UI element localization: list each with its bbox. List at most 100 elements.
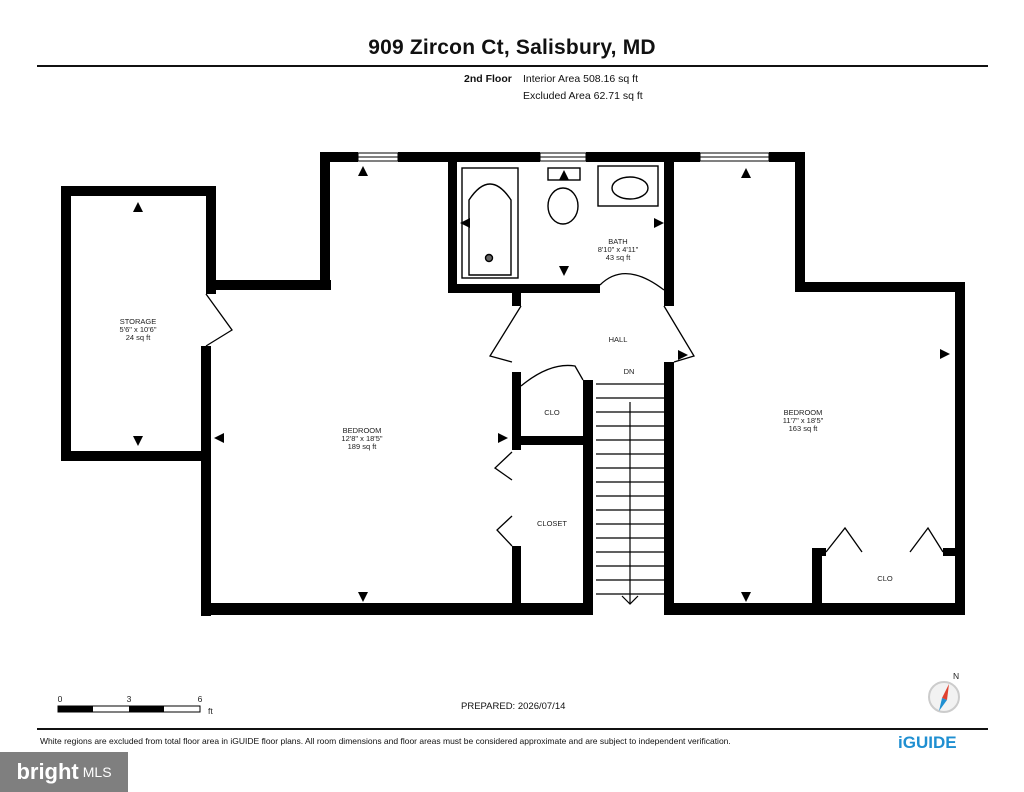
prepared-date: PREPARED: 2026/07/14 (461, 701, 566, 712)
bedroom-right-name: BEDROOM (784, 408, 823, 417)
floor-label: 2nd Floor (464, 73, 512, 85)
wall (512, 284, 521, 306)
arrowhead (559, 170, 569, 180)
bedroom-left-name: BEDROOM (343, 426, 382, 435)
arrowhead (358, 592, 368, 602)
vanity (597, 165, 659, 207)
stairs-dn-label: DN (624, 367, 635, 376)
bedroom-right-dims: 11'7" x 18'5" (783, 416, 824, 425)
wall (61, 451, 211, 461)
drain (484, 253, 494, 263)
wall (795, 152, 805, 292)
door-swing (663, 305, 695, 363)
door-swing (205, 293, 233, 347)
clo-right-name: CLO (877, 574, 893, 583)
scale-unit: ft (208, 706, 213, 716)
wall (586, 152, 700, 162)
closet-name: CLOSET (537, 519, 567, 528)
hall-name: HALL (609, 335, 628, 344)
wall (664, 152, 674, 292)
arrowhead (498, 433, 508, 443)
arrowhead (940, 349, 950, 359)
storage-name: STORAGE (120, 317, 157, 326)
wall (769, 152, 805, 162)
property-address-title: 909 Zircon Ct, Salisbury, MD (368, 36, 656, 59)
door-swing (909, 526, 944, 553)
windows (357, 152, 770, 162)
sink (611, 176, 649, 200)
wall (955, 282, 965, 615)
walls (61, 152, 965, 616)
wall (206, 186, 216, 294)
disclaimer-text: White regions are excluded from total fl… (40, 736, 731, 746)
scale-bar-segment (129, 706, 164, 712)
bath-area: 43 sq ft (606, 253, 632, 262)
door-swing (599, 272, 665, 291)
scale-tick-0: 0 (58, 694, 63, 704)
iguide-logo: iGUIDE (898, 733, 957, 752)
door-swing (520, 364, 584, 387)
wall (320, 152, 330, 288)
toilet-bowl (547, 187, 579, 225)
wall (512, 546, 521, 611)
arrowhead (741, 168, 751, 178)
bedroom-left-area: 189 sq ft (348, 442, 378, 451)
wall (795, 282, 965, 292)
footer-rule (37, 728, 988, 730)
arrowhead (559, 266, 569, 276)
door-swing (496, 515, 513, 547)
wall (943, 548, 957, 556)
wall (61, 186, 216, 196)
door-swing (493, 451, 513, 481)
scale-tick-3: 3 (127, 694, 132, 704)
compass: N (928, 671, 960, 713)
arrowhead (133, 202, 143, 212)
wall (812, 548, 826, 556)
stairs (596, 383, 664, 605)
bedroom-left-dims: 12'8" x 18'5" (341, 434, 382, 443)
header-rule (37, 65, 988, 67)
wall (664, 362, 674, 615)
scale-bar-segment (58, 706, 93, 712)
compass-needle-north (942, 684, 949, 700)
arrowhead (133, 436, 143, 446)
arrowhead (214, 433, 224, 443)
door-swing (488, 305, 522, 363)
arrowhead (654, 218, 664, 228)
wall (320, 152, 358, 162)
arrowhead (678, 350, 688, 360)
excluded-area: Excluded Area 62.71 sq ft (523, 90, 643, 102)
wall (812, 548, 822, 614)
arrowhead (741, 592, 751, 602)
bedroom-right-area: 163 sq ft (789, 424, 819, 433)
arrowhead (358, 166, 368, 176)
compass-needle-south (939, 698, 947, 711)
dimension-arrows (133, 166, 950, 602)
wall (583, 380, 593, 615)
mls-brand-text: bright (16, 759, 79, 784)
mls-watermark: bright MLS (0, 752, 128, 792)
wall (201, 603, 591, 615)
wall (398, 152, 540, 162)
storage-dims: 5'6" x 10'6" (120, 325, 157, 334)
wall (61, 186, 71, 461)
interior-area: Interior Area 508.16 sq ft (523, 73, 638, 85)
wall (201, 346, 211, 616)
clo-small-name: CLO (544, 408, 560, 417)
wall (512, 372, 521, 450)
bath-name: BATH (608, 237, 627, 246)
storage-area: 24 sq ft (126, 333, 152, 342)
door-swings (205, 272, 944, 553)
bathtub-basin (468, 183, 512, 276)
scale-tick-6: 6 (198, 694, 203, 704)
stair-direction-arrow (621, 595, 639, 605)
wall (448, 152, 457, 292)
scale-bar: 0 3 6 ft (57, 694, 213, 716)
mls-sub-text: MLS (82, 764, 112, 780)
wall (512, 436, 590, 445)
wall (664, 286, 674, 306)
compass-north-label: N (953, 671, 959, 681)
wall (448, 284, 600, 293)
door-swing (825, 526, 863, 553)
